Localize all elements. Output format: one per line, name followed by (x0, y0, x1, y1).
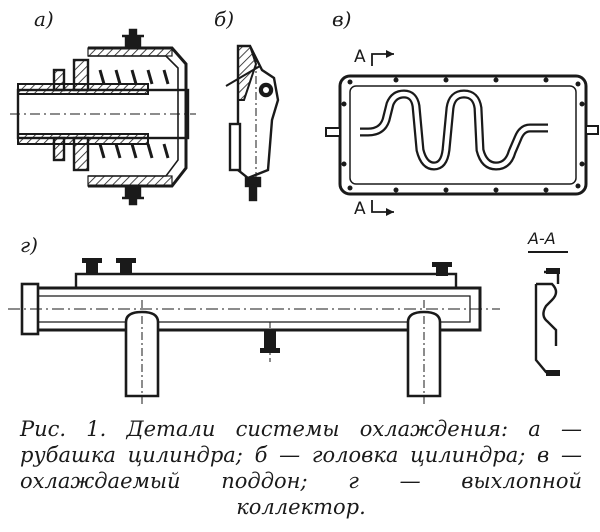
section-title: А-А (527, 229, 556, 248)
label-g: г) (20, 233, 38, 257)
label-b: б) (214, 7, 234, 31)
label-v: в) (332, 7, 351, 31)
cooled-tray-drawing (325, 50, 599, 216)
cylinder-head-drawing (225, 44, 280, 202)
section-mark-bottom: A (354, 199, 366, 219)
cooling-system-figure: а) б) в) (8, 7, 599, 404)
section-mark-top: A (354, 47, 366, 67)
figure-caption: Рис. 1. Детали системы охлаждения: а — р… (20, 417, 582, 519)
label-a: а) (34, 7, 54, 31)
exhaust-manifold-drawing (8, 258, 500, 404)
section-a-a-drawing (528, 251, 568, 376)
cylinder-jacket-drawing (10, 28, 196, 206)
